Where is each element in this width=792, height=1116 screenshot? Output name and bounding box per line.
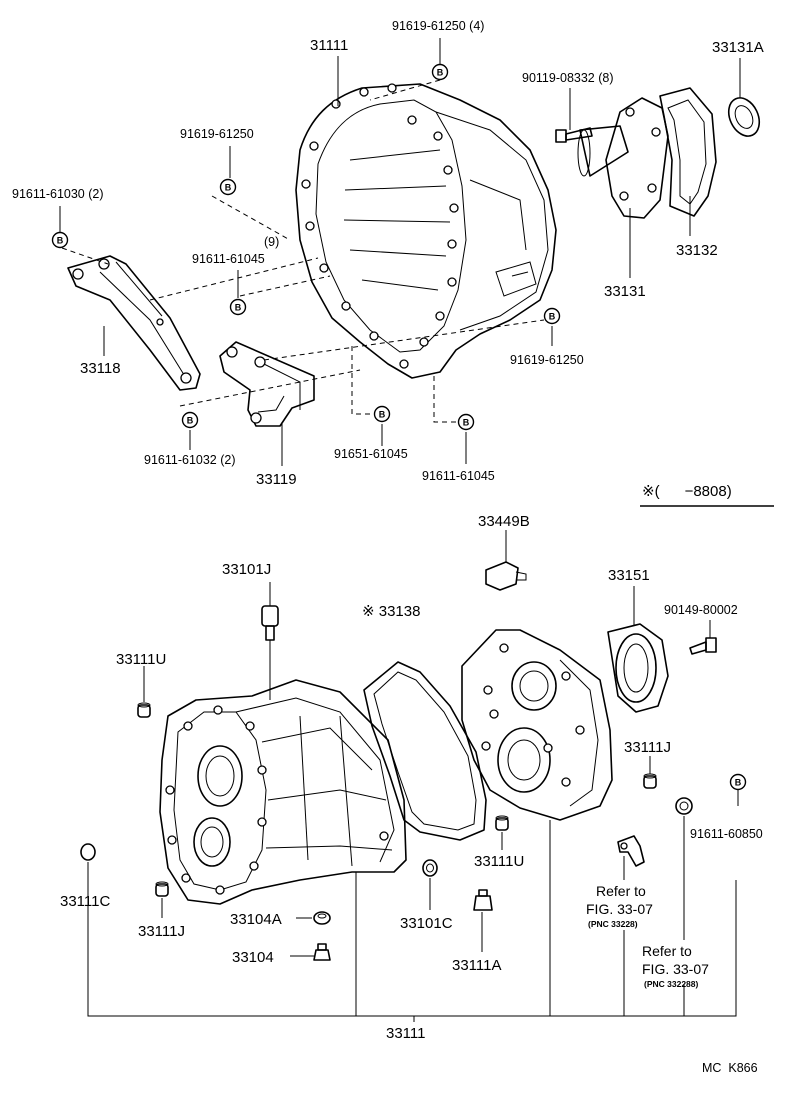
plug-33104A [313, 911, 331, 925]
part-number-label: 91611-60850 [690, 827, 763, 841]
gasket-33138 [363, 661, 487, 841]
bolt-marker-icon: B [729, 773, 747, 791]
assembly-bracket-line [87, 862, 737, 1017]
part-number-label: 33111J [624, 739, 671, 756]
part-number-label: 33104 [232, 949, 274, 966]
part-number-label: ※ 33138 [362, 603, 420, 620]
clutch-housing-31111 [295, 83, 557, 379]
plug-33104 [313, 943, 331, 961]
part-number-label: 33101J [222, 561, 271, 578]
pnc-code: (PNC 332288) [644, 979, 699, 989]
refer-to-text: Refer to [596, 883, 646, 899]
sensor-33101J [261, 605, 279, 641]
bracket-33118 [67, 255, 201, 391]
part-number-label: 33131A [712, 39, 764, 56]
bolt-marker-icon: B [543, 307, 561, 325]
pin-33111J-a [643, 773, 657, 789]
svg-text:B: B [225, 183, 232, 193]
part-number-label: 90149-80002 [664, 603, 738, 617]
figure-reference: Refer to FIG. 33-07 (PNC 332288) [642, 943, 709, 989]
part-number-label: 33111C [60, 893, 110, 910]
part-number-label: 33119 [256, 471, 297, 488]
part-number-label: 91611-61030 (2) [12, 187, 104, 201]
bolt-marker-icon: B [51, 231, 69, 249]
part-number-label: 91619-61250 [180, 127, 254, 141]
part-number-label: 91611-61045 [422, 469, 495, 483]
bolt-marker-icon: B [373, 405, 391, 423]
part-number-label: 33111 [386, 1025, 426, 1042]
svg-text:B: B [187, 416, 194, 426]
part-number-label: (9) [264, 235, 279, 249]
dash-leader [263, 319, 545, 361]
dash-leader [179, 369, 361, 407]
part-number-label: 33111A [452, 957, 502, 974]
part-number-label: 91619-61250 (4) [392, 19, 484, 33]
part-number-label: 91651-61045 [334, 447, 408, 461]
bolt-90119-08332 [555, 127, 593, 143]
part-number-label: 31111 [310, 37, 348, 54]
applicability-note: ※( −8808) [642, 483, 732, 500]
bolt-marker-icon: B [431, 63, 449, 81]
bolt-marker-icon: B [181, 411, 199, 429]
switch-33449B [485, 561, 527, 591]
pin-33111U-b [495, 815, 509, 831]
transmission-case-33111 [159, 679, 407, 905]
dash-leader [211, 195, 291, 241]
part-number-label: 33111U [474, 853, 524, 870]
part-number-label: 91611-61032 (2) [144, 453, 236, 467]
retainer-33151 [607, 623, 669, 713]
bolt-marker-icon: B [457, 413, 475, 431]
dash-leader [149, 257, 319, 301]
plug-33111-right [675, 797, 693, 815]
part-number-label: 90119-08332 (8) [522, 71, 614, 85]
gasket-33132 [659, 87, 717, 217]
svg-text:B: B [57, 236, 64, 246]
part-number-label: 33449B [478, 513, 530, 530]
plug-33111A [473, 889, 493, 911]
part-number-label: 33151 [608, 567, 650, 584]
front-bearing-retainer-33131 [577, 97, 669, 219]
plug-33111C [80, 843, 96, 861]
bracket-33119 [219, 341, 315, 427]
pnc-code: (PNC 33228) [588, 919, 638, 929]
bolt-marker-icon: B [219, 178, 237, 196]
extension-housing [461, 629, 613, 821]
bolt-marker-icon: B [229, 298, 247, 316]
part-number-label: 33132 [676, 242, 718, 259]
part-number-label: 33101C [400, 915, 453, 932]
figure-number: FIG. 33-07 [586, 901, 653, 917]
figure-reference: Refer to FIG. 33-07 (PNC 33228) [586, 883, 653, 929]
part-number-label: 33111U [116, 651, 166, 668]
part-number-label: 33131 [604, 283, 646, 300]
dash-leader [433, 376, 460, 423]
svg-text:B: B [235, 303, 242, 313]
part-number-label: 91611-61045 [192, 252, 265, 266]
part-number-label: 33104A [230, 911, 282, 928]
shift-lever [617, 835, 645, 867]
svg-text:B: B [379, 410, 386, 420]
diagram-code: MC K866 [702, 1061, 758, 1075]
dash-leader [369, 79, 441, 101]
svg-text:B: B [463, 418, 470, 428]
dash-leader [351, 346, 378, 415]
dash-leader [61, 247, 109, 265]
bolt-90149-80002 [689, 637, 717, 655]
part-number-label: 33111J [138, 923, 185, 940]
oil-seal-33131A [727, 97, 761, 137]
part-number-label: 91619-61250 [510, 353, 584, 367]
svg-text:B: B [735, 778, 742, 788]
svg-text:B: B [437, 68, 444, 78]
pin-33111U-a [137, 702, 151, 718]
refer-to-text: Refer to [642, 943, 692, 959]
dash-leader [239, 275, 331, 297]
svg-text:B: B [549, 312, 556, 322]
seal-33101C [422, 859, 438, 877]
part-number-label: 33118 [80, 360, 121, 377]
figure-number: FIG. 33-07 [642, 961, 709, 977]
pin-33111J-b [155, 881, 169, 897]
